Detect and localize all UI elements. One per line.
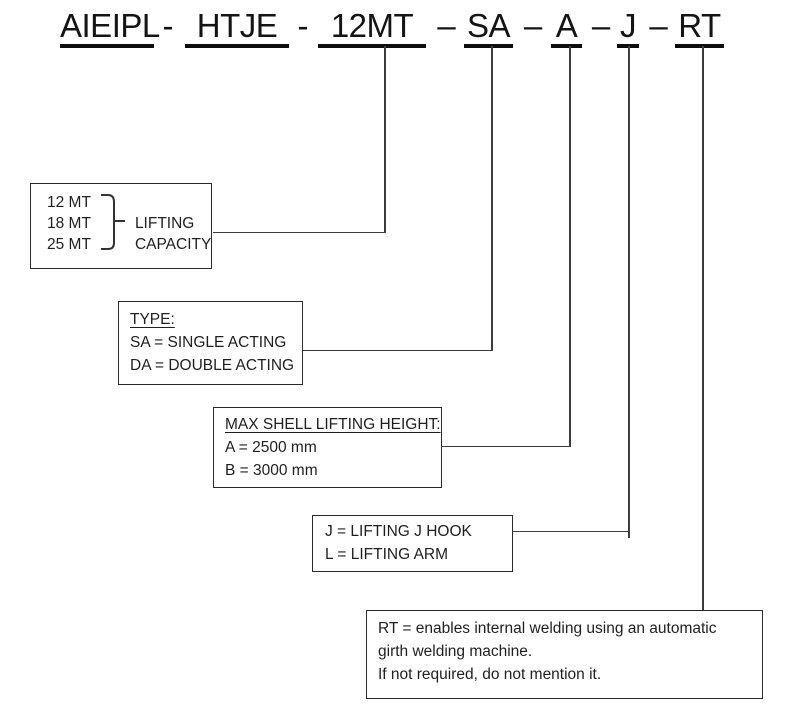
capacity-option: 12 MT: [47, 194, 91, 211]
type-box: TYPE: SA = SINGLE ACTING DA = DOUBLE ACT…: [118, 301, 303, 385]
connector-12mt-horizontal: [213, 231, 385, 233]
title-segment-htje: HTJE: [185, 6, 289, 48]
rt-note-line: RT = enables internal welding using an a…: [378, 620, 717, 637]
shell-height-box: MAX SHELL LIFTING HEIGHT: A = 2500 mm B …: [213, 407, 442, 488]
capacity-option: 18 MT: [47, 215, 91, 232]
type-heading: TYPE:: [130, 311, 175, 328]
connector-j-horizontal: [513, 530, 629, 532]
hook-box: J = LIFTING J HOOK L = LIFTING ARM: [312, 515, 513, 572]
title-segment-rt: RT: [675, 6, 724, 48]
connector-j-vertical: [628, 46, 630, 538]
title-separator: -: [297, 7, 309, 44]
title-segment-sa: SA: [464, 6, 513, 48]
title-separator: –: [649, 7, 668, 44]
capacity-label-line: CAPACITY: [134, 236, 212, 253]
connector-rt-vertical: [702, 46, 704, 610]
title-separator: -: [162, 7, 174, 44]
type-option-da: DA = DOUBLE ACTING: [130, 357, 295, 374]
capacity-option: 25 MT: [47, 236, 91, 253]
shell-height-option-b: B = 3000 mm: [225, 462, 318, 479]
hook-option-l: L = LIFTING ARM: [325, 546, 449, 563]
lifting-capacity-options: 12 MT 18 MT 25 MT: [47, 192, 91, 255]
title-separator: –: [523, 7, 543, 44]
rt-note-box: RT = enables internal welding using an a…: [366, 610, 763, 699]
brace-icon: [100, 194, 125, 250]
hook-option-j: J = LIFTING J HOOK: [325, 523, 472, 540]
title-segment-j: J: [617, 6, 639, 48]
shell-height-heading: MAX SHELL LIFTING HEIGHT:: [225, 416, 441, 433]
rt-note-line: girth welding machine.: [378, 643, 533, 660]
lifting-capacity-label: LIFTING CAPACITY: [135, 213, 211, 255]
connector-a-vertical: [569, 46, 571, 447]
lifting-capacity-box: 12 MT 18 MT 25 MT LIFTING CAPACITY: [30, 183, 212, 269]
title-separator: –: [437, 7, 456, 44]
title-separator: –: [591, 7, 611, 44]
connector-sa-horizontal: [303, 349, 492, 351]
connector-a-horizontal: [442, 445, 570, 447]
connector-12mt-vertical: [384, 46, 386, 233]
type-option-sa: SA = SINGLE ACTING: [130, 334, 287, 351]
title-segment-12mt: 12MT: [318, 6, 426, 48]
title-segment-a: A: [551, 6, 582, 48]
rt-note-line: If not required, do not mention it.: [378, 666, 602, 683]
title-segment-aieipl: AIEIPL: [60, 6, 160, 48]
shell-height-option-a: A = 2500 mm: [225, 439, 317, 456]
capacity-label-line: LIFTING: [134, 215, 195, 232]
connector-sa-vertical: [491, 46, 493, 351]
